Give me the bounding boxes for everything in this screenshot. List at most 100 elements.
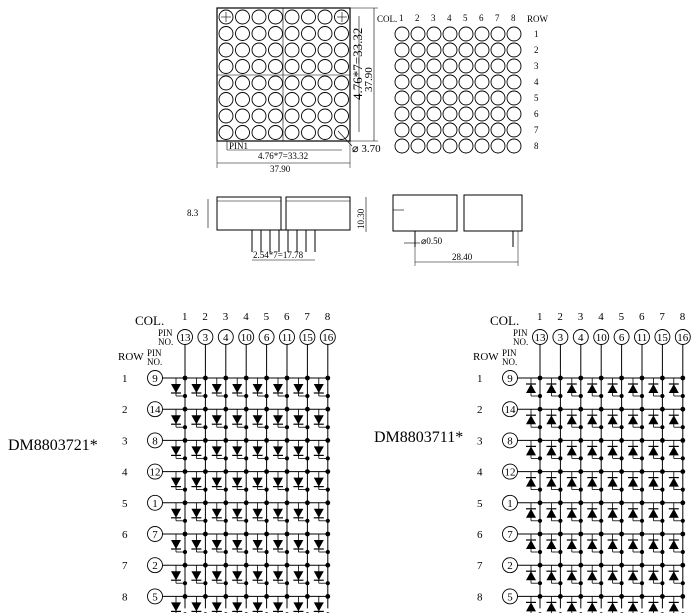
layout-dot xyxy=(426,58,442,74)
junction-dot xyxy=(305,518,310,523)
junction-dot xyxy=(305,425,310,430)
module-dot xyxy=(317,92,333,107)
layout-row-number: 6 xyxy=(534,109,539,119)
module-dot xyxy=(235,9,250,25)
dim-pitch-vertical: 4.76*7=33.32 xyxy=(350,28,365,100)
module-dot xyxy=(334,108,349,124)
junction-dot xyxy=(203,375,208,381)
diode-triangle xyxy=(252,415,263,425)
junction-dot xyxy=(223,393,228,399)
module-dot xyxy=(301,59,316,74)
junction-dot xyxy=(558,406,563,412)
pin-label: PIN xyxy=(513,328,528,338)
row-pin-number: 12 xyxy=(150,467,161,479)
model-label-left: DM8803721* xyxy=(8,437,98,454)
col-number: 5 xyxy=(619,311,625,323)
diode-triangle xyxy=(252,571,263,581)
layout-dot xyxy=(442,138,458,154)
junction-dot xyxy=(619,469,624,474)
junction-dot xyxy=(243,562,249,568)
diode-triangle xyxy=(211,540,222,549)
junction-dot xyxy=(203,562,208,568)
junction-dot xyxy=(558,456,563,461)
row-number: 1 xyxy=(122,373,128,385)
diode-triangle xyxy=(628,477,638,487)
junction-dot xyxy=(537,469,543,474)
module-dot xyxy=(235,125,250,140)
col-pin-number: 16 xyxy=(677,332,689,344)
col-pin-number: 13 xyxy=(180,332,192,344)
junction-dot xyxy=(305,562,310,568)
junction-dot xyxy=(223,549,228,555)
junction-dot xyxy=(284,594,290,599)
junction-dot xyxy=(305,393,310,399)
layout-row-number: 8 xyxy=(534,141,539,151)
diode-triangle xyxy=(252,602,263,612)
junction-dot xyxy=(243,469,249,474)
layout-dot xyxy=(426,90,442,106)
module-dot xyxy=(284,108,300,124)
diode-triangle xyxy=(273,540,283,549)
junction-dot xyxy=(639,518,645,523)
junction-dot xyxy=(660,549,665,555)
layout-dot xyxy=(458,58,474,74)
col-pin-number: 16 xyxy=(322,332,334,344)
layout-row-number: 2 xyxy=(534,45,539,55)
junction-dot xyxy=(578,518,583,523)
junction-dot xyxy=(680,500,686,506)
module-dot xyxy=(334,75,349,91)
col-pin-number: 11 xyxy=(637,332,648,344)
junction-dot xyxy=(660,500,665,506)
dim-depth: 28.40 xyxy=(452,252,473,262)
layout-dot xyxy=(410,90,426,106)
module-dot xyxy=(251,92,267,107)
junction-dot xyxy=(264,500,269,506)
col-number: 8 xyxy=(325,311,331,323)
junction-dot xyxy=(264,594,269,599)
module-dot xyxy=(301,92,316,107)
col-number: 5 xyxy=(264,311,270,323)
junction-dot xyxy=(639,406,645,412)
col-number: 4 xyxy=(243,311,249,323)
junction-dot xyxy=(264,456,269,461)
junction-dot xyxy=(537,375,543,381)
layout-dot xyxy=(506,26,522,42)
module-dot xyxy=(284,75,300,91)
layout-dot xyxy=(394,90,410,106)
diode-triangle xyxy=(313,571,324,581)
diode-triangle xyxy=(293,571,304,581)
col-label: COL. xyxy=(490,313,519,328)
diode-triangle xyxy=(587,508,598,518)
module-dot xyxy=(284,59,300,74)
junction-dot xyxy=(578,425,583,430)
junction-dot xyxy=(558,562,563,568)
junction-dot xyxy=(223,518,228,523)
row-number: 6 xyxy=(122,529,128,541)
layout-dot xyxy=(506,122,522,138)
diode-triangle xyxy=(191,508,202,518)
junction-dot xyxy=(578,469,584,474)
dim-dot-diameter: ⌀ 3.70 xyxy=(352,143,381,155)
layout-dot xyxy=(506,58,522,74)
row-label: ROW xyxy=(473,351,499,363)
diode-triangle xyxy=(232,571,243,581)
layout-dot xyxy=(442,122,458,138)
diode-triangle xyxy=(546,571,557,581)
junction-dot xyxy=(182,500,188,506)
junction-dot xyxy=(284,581,290,586)
junction-dot xyxy=(182,375,188,381)
junction-dot xyxy=(203,469,208,474)
module-dot xyxy=(235,108,250,124)
junction-dot xyxy=(598,375,604,381)
layout-dot xyxy=(442,74,458,90)
col-pin-number: 13 xyxy=(535,332,547,344)
junction-dot xyxy=(639,393,645,399)
pin-label: NO. xyxy=(502,357,517,367)
junction-dot xyxy=(223,487,228,492)
junction-dot xyxy=(182,531,188,537)
junction-dot xyxy=(619,500,624,506)
module-dot xyxy=(251,9,267,25)
junction-dot xyxy=(558,518,563,523)
layout-dot xyxy=(426,138,442,154)
